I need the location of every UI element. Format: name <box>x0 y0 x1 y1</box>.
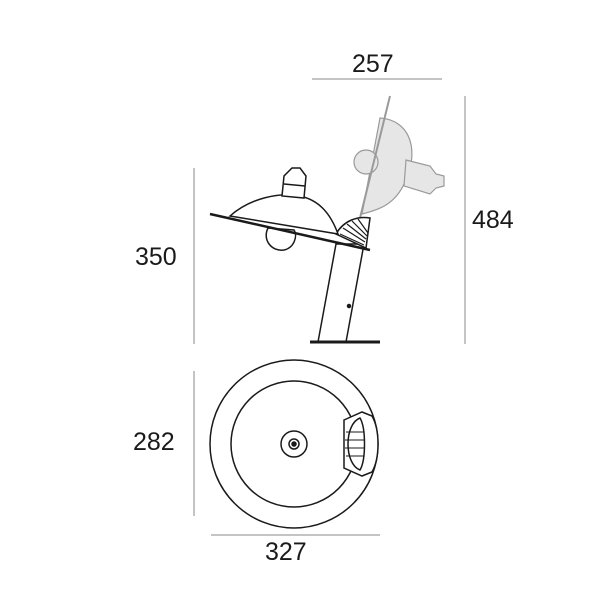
top-socket-dot <box>291 441 297 447</box>
ghost-lamp-position <box>353 95 445 219</box>
lamp-top-view <box>209 359 379 529</box>
dimension-lamp-height: 350 <box>135 243 177 271</box>
dimension-base-width: 327 <box>265 538 307 566</box>
hinge-ribs <box>339 218 369 246</box>
ghost-rim <box>359 95 391 219</box>
lamp-socket <box>281 167 307 199</box>
dimension-base-depth: 282 <box>133 428 175 456</box>
lamp-side-view <box>209 167 380 344</box>
socket-band <box>283 183 306 187</box>
lamp-shade <box>228 194 340 235</box>
shade-rim <box>209 212 371 252</box>
stem-switch <box>346 303 352 309</box>
top-cage-ribs <box>345 431 365 457</box>
dimension-lines <box>193 78 466 536</box>
ghost-socket <box>403 159 445 195</box>
top-cage <box>347 417 366 471</box>
lamp-stem <box>317 243 365 343</box>
dimension-top-width: 257 <box>352 50 394 78</box>
dimension-total-height: 484 <box>472 206 514 234</box>
